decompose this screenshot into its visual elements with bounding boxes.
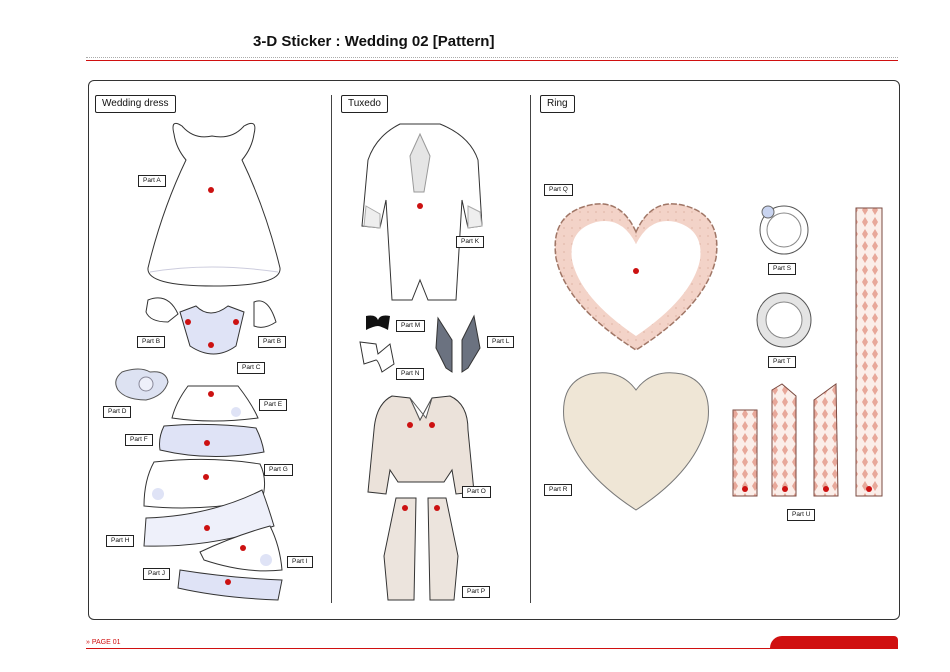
title-dotted-rule <box>86 57 898 58</box>
label-part-r: Part R <box>544 484 573 496</box>
label-part-h: Part H <box>106 535 135 547</box>
tuxedo-part-l <box>435 314 481 373</box>
label-part-l: Part L <box>487 336 515 348</box>
label-part-c: Part C <box>237 362 266 374</box>
label-part-t: Part T <box>768 356 796 368</box>
tuxedo-part-n <box>359 341 395 373</box>
page-title: 3-D Sticker : Wedding 02 [Pattern] <box>253 33 495 50</box>
label-part-p: Part P <box>462 586 491 598</box>
label-part-o: Part O <box>462 486 491 498</box>
label-part-s: Part S <box>768 263 797 275</box>
section-divider-1 <box>331 95 332 603</box>
title-red-rule <box>86 60 898 61</box>
dress-part-b-left <box>145 297 179 323</box>
dress-part-d <box>115 368 169 401</box>
dress-part-e <box>171 385 259 422</box>
label-part-d: Part D <box>103 406 132 418</box>
ring-part-s <box>759 205 809 255</box>
label-part-m: Part M <box>396 320 426 332</box>
section-label-tuxedo: Tuxedo <box>341 95 388 113</box>
tuxedo-part-o <box>367 395 475 495</box>
label-part-i: Part I <box>287 556 313 568</box>
ring-part-u <box>732 207 883 497</box>
label-part-e: Part E <box>259 399 288 411</box>
footer-red-rule <box>86 648 898 649</box>
page-number: » PAGE 01 <box>86 639 121 646</box>
label-part-a: Part A <box>138 175 166 187</box>
dress-part-f <box>159 423 265 458</box>
pattern-panel <box>88 80 900 620</box>
dress-part-j <box>177 569 283 601</box>
section-label-ring: Ring <box>540 95 575 113</box>
footer-red-tab <box>770 636 898 648</box>
section-label-wedding-dress: Wedding dress <box>95 95 176 113</box>
label-part-j: Part J <box>143 568 170 580</box>
label-part-g: Part G <box>264 464 293 476</box>
ring-part-r <box>563 372 709 511</box>
label-part-n: Part N <box>396 368 425 380</box>
label-part-u: Part U <box>787 509 816 521</box>
label-part-b-right: Part B <box>258 336 287 348</box>
label-part-k: Part K <box>456 236 485 248</box>
ring-part-q <box>554 203 718 351</box>
tuxedo-part-p-left <box>383 497 417 601</box>
section-divider-2 <box>530 95 531 603</box>
ring-part-t <box>756 292 812 348</box>
tuxedo-part-k <box>361 123 483 301</box>
registration-dots <box>185 187 872 585</box>
tuxedo-part-m <box>366 315 390 330</box>
label-part-f: Part F <box>125 434 153 446</box>
dress-part-c <box>179 305 245 355</box>
dress-part-b-right <box>253 300 277 328</box>
dress-part-h <box>143 489 275 547</box>
label-part-q: Part Q <box>544 184 573 196</box>
dress-part-a <box>147 122 281 287</box>
tuxedo-part-p-right <box>427 497 459 601</box>
label-part-b-left: Part B <box>137 336 166 348</box>
